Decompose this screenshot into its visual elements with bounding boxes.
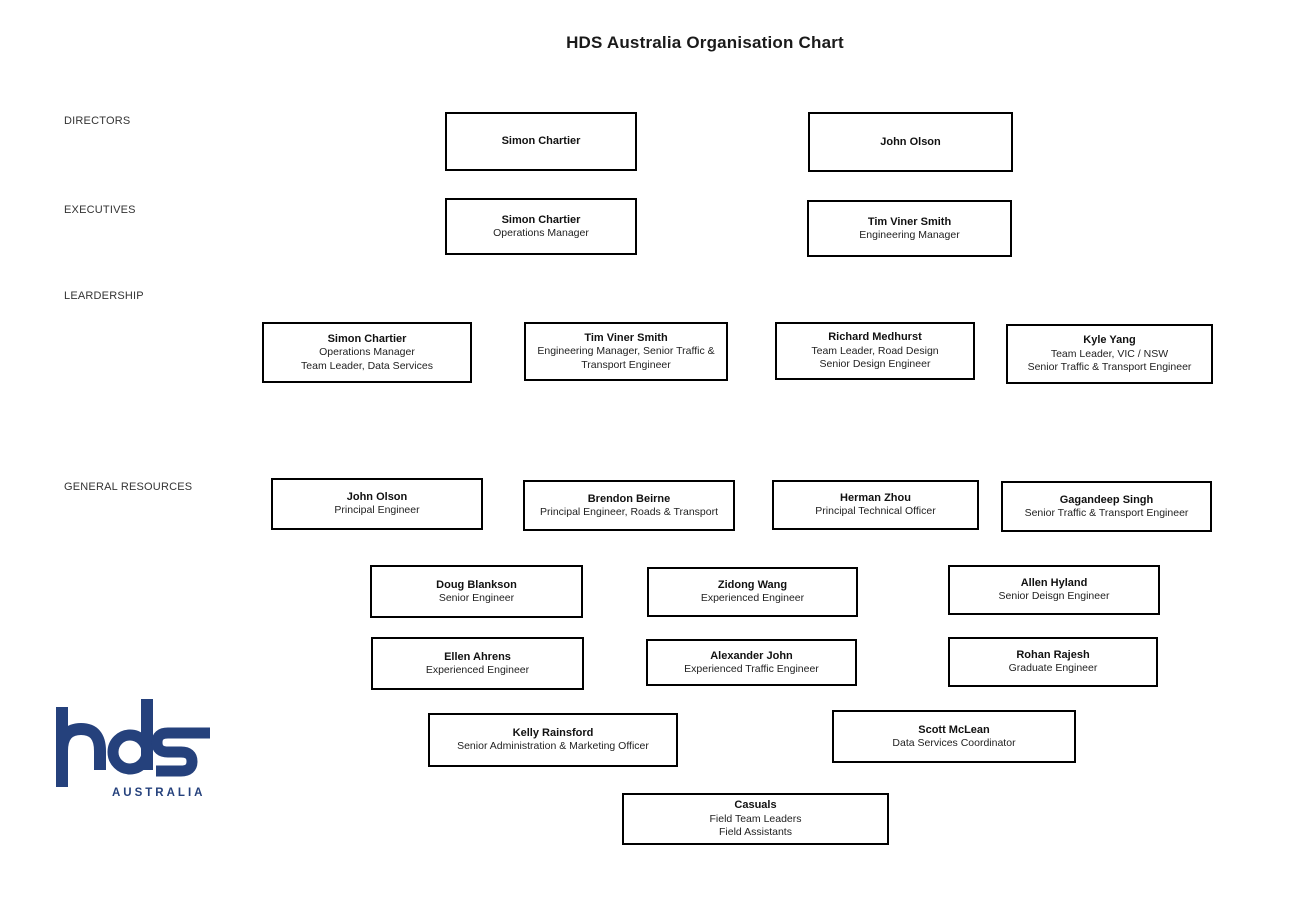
person-role: Senior Deisgn Engineer (998, 590, 1110, 603)
org-box-gagandeep-singh: Gagandeep Singh Senior Traffic & Transpo… (1001, 481, 1212, 532)
org-box-alexander-john: Alexander John Experienced Traffic Engin… (646, 639, 857, 686)
person-role: Data Services Coordinator (892, 736, 1016, 749)
person-role: Experienced Engineer (425, 663, 530, 676)
person-name: Doug Blankson (436, 578, 517, 591)
person-name: Scott McLean (918, 723, 990, 736)
person-role: Senior Engineer (438, 591, 515, 604)
person-name: Zidong Wang (717, 579, 788, 592)
person-role: Senior Traffic & Transport Engineer (1024, 506, 1189, 519)
person-role: Senior Administration & Marketing Office… (457, 740, 649, 753)
person-name: Simon Chartier (501, 135, 581, 148)
person-role: Operations Manager (493, 226, 589, 239)
section-label-general-resources: GENERAL RESOURCES (64, 481, 193, 493)
org-box-leadership-simon-chartier: Simon Chartier Operations Manager Team L… (262, 322, 472, 383)
person-role: Field Team Leaders (709, 812, 802, 825)
org-box-allen-hyland: Allen Hyland Senior Deisgn Engineer (948, 565, 1160, 615)
person-role: Team Leader, Data Services (301, 359, 433, 372)
org-box-zidong-wang: Zidong Wang Experienced Engineer (647, 567, 858, 617)
org-box-director-john-olson: John Olson (808, 112, 1013, 172)
org-box-scott-mclean: Scott McLean Data Services Coordinator (832, 710, 1076, 763)
person-role: Team Leader, VIC / NSW (1050, 347, 1169, 360)
org-box-brendon-beirne: Brendon Beirne Principal Engineer, Roads… (523, 480, 735, 531)
org-box-leadership-tim-viner-smith: Tim Viner Smith Engineering Manager, Sen… (524, 322, 728, 381)
person-role: Graduate Engineer (1008, 662, 1098, 675)
person-name: Kelly Rainsford (512, 727, 594, 740)
person-role: Engineering Manager (859, 228, 960, 241)
org-box-john-olson: John Olson Principal Engineer (271, 478, 483, 530)
person-name: Simon Chartier (501, 213, 581, 226)
page-title: HDS Australia Organisation Chart (566, 33, 844, 52)
person-name: Gagandeep Singh (1059, 493, 1154, 506)
org-box-doug-blankson: Doug Blankson Senior Engineer (370, 565, 583, 618)
person-role: Experienced Engineer (700, 592, 805, 605)
org-box-herman-zhou: Herman Zhou Principal Technical Officer (772, 480, 979, 530)
hds-logo-icon (56, 699, 210, 787)
org-box-executive-simon-chartier: Simon Chartier Operations Manager (445, 198, 637, 255)
person-name: Alexander John (710, 649, 793, 662)
person-name: Simon Chartier (327, 332, 407, 345)
person-role: Engineering Manager, Senior Traffic & (537, 345, 715, 358)
person-name: John Olson (880, 135, 941, 148)
org-box-leadership-richard-medhurst: Richard Medhurst Team Leader, Road Desig… (775, 322, 975, 380)
org-box-rohan-rajesh: Rohan Rajesh Graduate Engineer (948, 637, 1158, 687)
person-name: Kyle Yang (1083, 334, 1136, 347)
org-box-director-simon-chartier: Simon Chartier (445, 112, 637, 171)
section-label-leadership: LEARDERSHIP (64, 290, 144, 302)
person-role: Principal Engineer, Roads & Transport (539, 505, 718, 518)
org-box-executive-tim-viner-smith: Tim Viner Smith Engineering Manager (807, 200, 1012, 257)
person-name: Allen Hyland (1020, 577, 1088, 590)
org-box-casuals: Casuals Field Team Leaders Field Assista… (622, 793, 889, 845)
person-role: Operations Manager (319, 346, 415, 359)
hds-logo-brand-text: hds (0, 0, 1, 1)
person-name: Ellen Ahrens (444, 650, 511, 663)
person-name: Richard Medhurst (828, 331, 922, 344)
person-role: Principal Engineer (334, 504, 420, 517)
org-box-leadership-kyle-yang: Kyle Yang Team Leader, VIC / NSW Senior … (1006, 324, 1213, 384)
hds-logo-subtext: AUSTRALIA (112, 787, 206, 799)
person-role: Team Leader, Road Design (811, 344, 939, 357)
person-role: Transport Engineer (581, 358, 671, 371)
section-label-executives: EXECUTIVES (64, 204, 136, 216)
org-box-kelly-rainsford: Kelly Rainsford Senior Administration & … (428, 713, 678, 767)
person-name: Brendon Beirne (587, 492, 671, 505)
person-role: Senior Design Engineer (819, 358, 931, 371)
person-name: Tim Viner Smith (867, 215, 952, 228)
org-box-ellen-ahrens: Ellen Ahrens Experienced Engineer (371, 637, 584, 690)
person-name: John Olson (346, 491, 408, 504)
person-name: Rohan Rajesh (1016, 649, 1090, 662)
person-role: Principal Technical Officer (815, 505, 936, 518)
person-role: Field Assistants (719, 826, 792, 839)
person-name: Herman Zhou (840, 492, 911, 505)
person-name: Casuals (734, 799, 777, 812)
person-name: Tim Viner Smith (584, 331, 668, 344)
person-role: Experienced Traffic Engineer (684, 662, 819, 675)
section-label-directors: DIRECTORS (64, 115, 131, 127)
person-role: Senior Traffic & Transport Engineer (1027, 361, 1192, 374)
